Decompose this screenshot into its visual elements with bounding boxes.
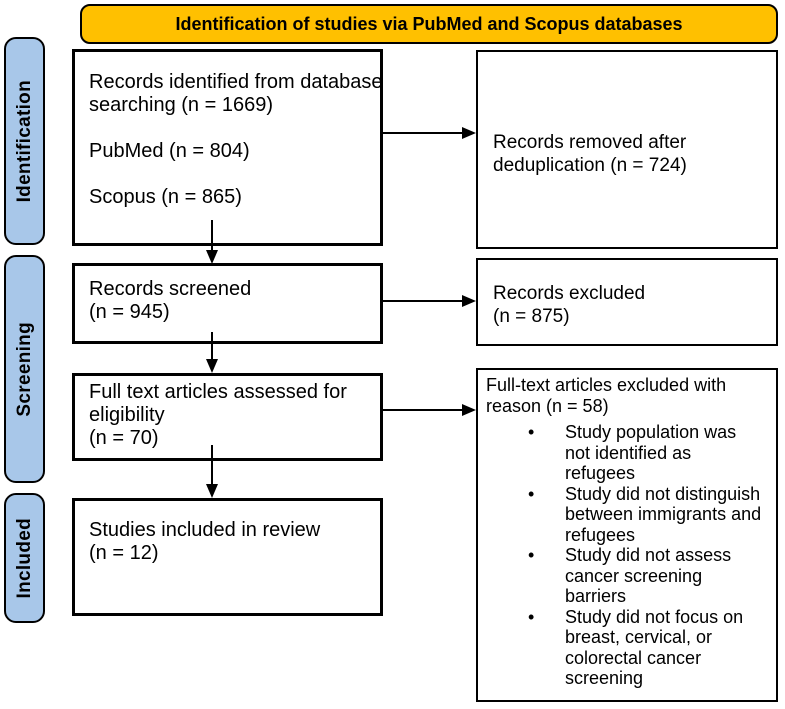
text-line: breast, cervical, or (565, 627, 713, 647)
text-line: reason (n = 58) (486, 395, 609, 416)
text-line: screening (565, 668, 644, 688)
arrow-identified-to-screened-head-icon (206, 250, 218, 264)
text-line: Records excluded (493, 283, 646, 304)
stage-identification: Identification (4, 37, 45, 245)
title-banner: Identification of studies via PubMed and… (80, 4, 778, 44)
arrow-fulltext-to-reason-head-icon (462, 404, 476, 416)
text-line: Study population was (565, 422, 737, 442)
box-records-screened: Records screened(n = 945) (72, 263, 383, 344)
arrow-fulltext-to-included-head-icon (206, 484, 218, 498)
arrow-screened-to-excluded-line (383, 300, 463, 302)
arrow-fulltext-to-included-line (211, 445, 213, 485)
text-line: eligibility (89, 404, 165, 426)
text-line: (n = 12) (89, 542, 159, 564)
stage-identification-label: Identification (13, 79, 35, 203)
bullet-icon: • (528, 545, 535, 565)
text-line: (n = 875) (493, 306, 570, 327)
text-line: refugees (565, 524, 636, 545)
stage-screening-label: Screening (13, 321, 35, 417)
text-line: Study did not focus on (565, 606, 744, 627)
title-banner-text: Identification of studies via PubMed and… (175, 13, 683, 34)
box-records-excluded: Records excluded(n = 875) (476, 258, 778, 346)
text-line: Records identified from database (89, 71, 383, 93)
text-line: Full text articles assessed for (89, 381, 347, 403)
stage-included: Included (4, 493, 45, 623)
arrow-fulltext-to-reason-line (383, 409, 463, 411)
text-line: between immigrants and (565, 504, 762, 524)
stage-included-label: Included (13, 517, 35, 599)
bullet-icon: • (528, 422, 535, 442)
text-line: deduplication (n = 724) (493, 154, 687, 176)
bullet-icon: • (528, 483, 535, 504)
text-line: Studies included in review (89, 519, 321, 541)
text-line (89, 117, 374, 140)
arrow-screened-to-excluded-head-icon (462, 295, 476, 307)
arrow-identified-to-removed-head-icon (462, 127, 476, 139)
text-line: Full-text articles excluded with (486, 375, 727, 395)
text-line: cancer screening (565, 565, 703, 586)
text-line: barriers (565, 586, 627, 606)
arrow-screened-to-fulltext-line (211, 332, 213, 360)
text-line: Study did not distinguish (565, 483, 761, 504)
stage-screening: Screening (4, 255, 45, 483)
arrow-identified-to-removed-line (383, 132, 463, 134)
text-line (89, 163, 374, 186)
text-line: (n = 70) (89, 427, 159, 449)
text-line: not identified as (565, 442, 692, 463)
bullet-icon: • (528, 606, 535, 627)
text-line: Scopus (n = 865) (89, 186, 242, 208)
text-line: searching (n = 1669) (89, 94, 274, 116)
text-line: Records screened (89, 278, 252, 300)
text-line: refugees (565, 463, 636, 483)
text-line: colorectal cancer (565, 647, 702, 668)
text-line: (n = 945) (89, 301, 170, 323)
text-line: Records removed after (493, 131, 687, 153)
text-line: Study did not assess (565, 545, 732, 565)
text-line: PubMed (n = 804) (89, 140, 250, 162)
arrow-screened-to-fulltext-head-icon (206, 359, 218, 373)
box-studies-included: Studies included in review(n = 12) (72, 498, 383, 616)
arrow-identified-to-screened-line (211, 220, 213, 251)
